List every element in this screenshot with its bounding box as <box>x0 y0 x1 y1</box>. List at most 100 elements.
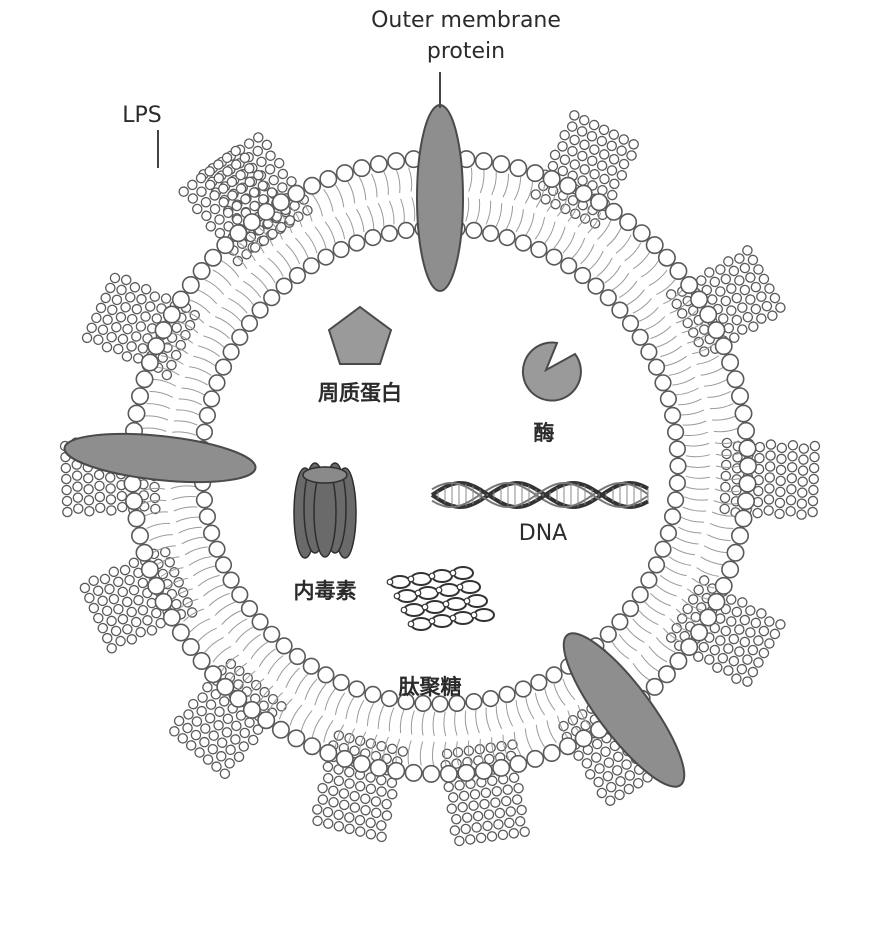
outer-head-bead <box>204 248 223 267</box>
outer-head-bead <box>714 576 733 595</box>
inner-head-bead <box>654 540 672 558</box>
inner-head-bead <box>482 224 500 242</box>
membrane-proteins <box>63 104 686 788</box>
outer-head-bead <box>474 761 493 780</box>
inner-head-bead <box>611 613 629 631</box>
outer-head-bead <box>154 592 173 611</box>
outer-head-bead <box>335 164 354 183</box>
outer-head-bead <box>669 261 688 280</box>
outer-head-bead <box>526 749 545 768</box>
outer-head-bead <box>216 236 235 255</box>
inner-head-bead <box>203 390 221 408</box>
inner-head-bead <box>222 571 240 589</box>
inner-head-bead <box>659 390 678 408</box>
outer-head-bead <box>369 155 388 174</box>
inner-head-bead <box>573 266 592 285</box>
outer-head-bead <box>542 743 561 762</box>
outer-head-bead <box>707 321 726 340</box>
inner-head-bead <box>214 556 233 574</box>
outer-head-bead <box>229 689 248 708</box>
outer-head-bead <box>162 305 181 324</box>
enzyme-icon <box>521 341 582 402</box>
outer-head-bead <box>422 764 441 783</box>
outer-head-bead <box>135 370 154 389</box>
outer-head-bead <box>526 164 545 183</box>
outer-membrane-protein-right <box>562 632 686 788</box>
outer-head-bead <box>171 623 190 642</box>
outer-head-bead <box>387 761 406 780</box>
outer-head-bead <box>162 608 181 627</box>
outer-head-bead <box>574 184 593 203</box>
outer-head-bead <box>192 261 211 280</box>
outer-head-bead <box>736 492 755 511</box>
inner-head-bead <box>654 374 672 392</box>
omp-label-line1: Outer membrane <box>371 8 561 33</box>
outer-head-bead <box>140 560 159 579</box>
outer-head-bead <box>738 439 757 458</box>
outer-head-bead <box>319 743 338 762</box>
outer-head-bead <box>730 526 749 545</box>
outer-head-bead <box>721 353 740 372</box>
outer-head-bead <box>147 337 166 356</box>
inner-head-bead <box>208 540 226 558</box>
inner-head-bead <box>251 613 269 631</box>
inner-head-bead <box>545 248 563 266</box>
outer-head-bead <box>127 509 146 528</box>
outer-head-bead <box>369 758 388 777</box>
outer-head-bead <box>619 213 638 232</box>
inner-head-bead <box>195 491 213 509</box>
lps-chain <box>665 575 786 687</box>
inner-head-bead <box>317 666 335 684</box>
inner-head-bead <box>498 685 516 704</box>
enzyme-label: 酶 <box>534 421 555 445</box>
inner-head-bead <box>640 571 658 589</box>
omp-label-line2: protein <box>427 39 505 64</box>
inner-leaflet-heads <box>193 219 687 713</box>
outer-head-bead <box>734 404 753 423</box>
inner-head-bead <box>214 358 233 376</box>
outer-membrane-protein-top <box>416 104 464 292</box>
inner-head-bead <box>380 689 399 708</box>
outer-head-bead <box>319 170 338 189</box>
outer-head-bead <box>734 509 753 528</box>
outer-head-bead <box>590 193 609 212</box>
inner-head-bead <box>288 647 307 666</box>
inner-head-bead <box>530 673 548 692</box>
dna-double-helix-icon <box>430 480 649 510</box>
outer-head-bead <box>645 677 664 696</box>
outer-head-bead <box>604 202 623 221</box>
outer-head-bead <box>154 321 173 340</box>
inner-head-bead <box>482 689 500 708</box>
inner-head-bead <box>397 692 415 711</box>
outer-head-bead <box>738 474 757 493</box>
inner-head-bead <box>465 692 483 711</box>
inner-head-bead <box>275 637 293 655</box>
outer-head-bead <box>287 729 306 748</box>
inner-head-bead <box>198 507 216 526</box>
outer-head-bead <box>657 248 676 267</box>
inner-head-bead <box>663 406 682 425</box>
inner-head-bead <box>448 694 466 713</box>
outer-head-bead <box>271 720 290 739</box>
inner-head-bead <box>545 666 563 684</box>
outer-head-bead <box>135 543 154 562</box>
inner-head-bead <box>288 266 307 285</box>
outer-head-bead <box>303 176 322 195</box>
inner-head-bead <box>414 694 432 713</box>
inner-head-bead <box>203 524 221 542</box>
outer-head-bead <box>738 456 757 475</box>
inner-head-bead <box>666 423 685 441</box>
endotoxin-barrel-icon <box>293 462 357 559</box>
outer-head-bead <box>335 749 354 768</box>
outer-head-bead <box>645 236 664 255</box>
inner-head-bead <box>317 248 335 266</box>
outer-head-bead <box>714 337 733 356</box>
outer-head-bead <box>721 560 740 579</box>
outer-head-bead <box>492 155 511 174</box>
inner-head-bead <box>647 358 666 376</box>
outer-leaflet-heads <box>123 149 757 783</box>
inner-head-bead <box>669 457 687 475</box>
outer-head-bead <box>509 159 528 178</box>
outer-head-bead <box>680 275 699 294</box>
